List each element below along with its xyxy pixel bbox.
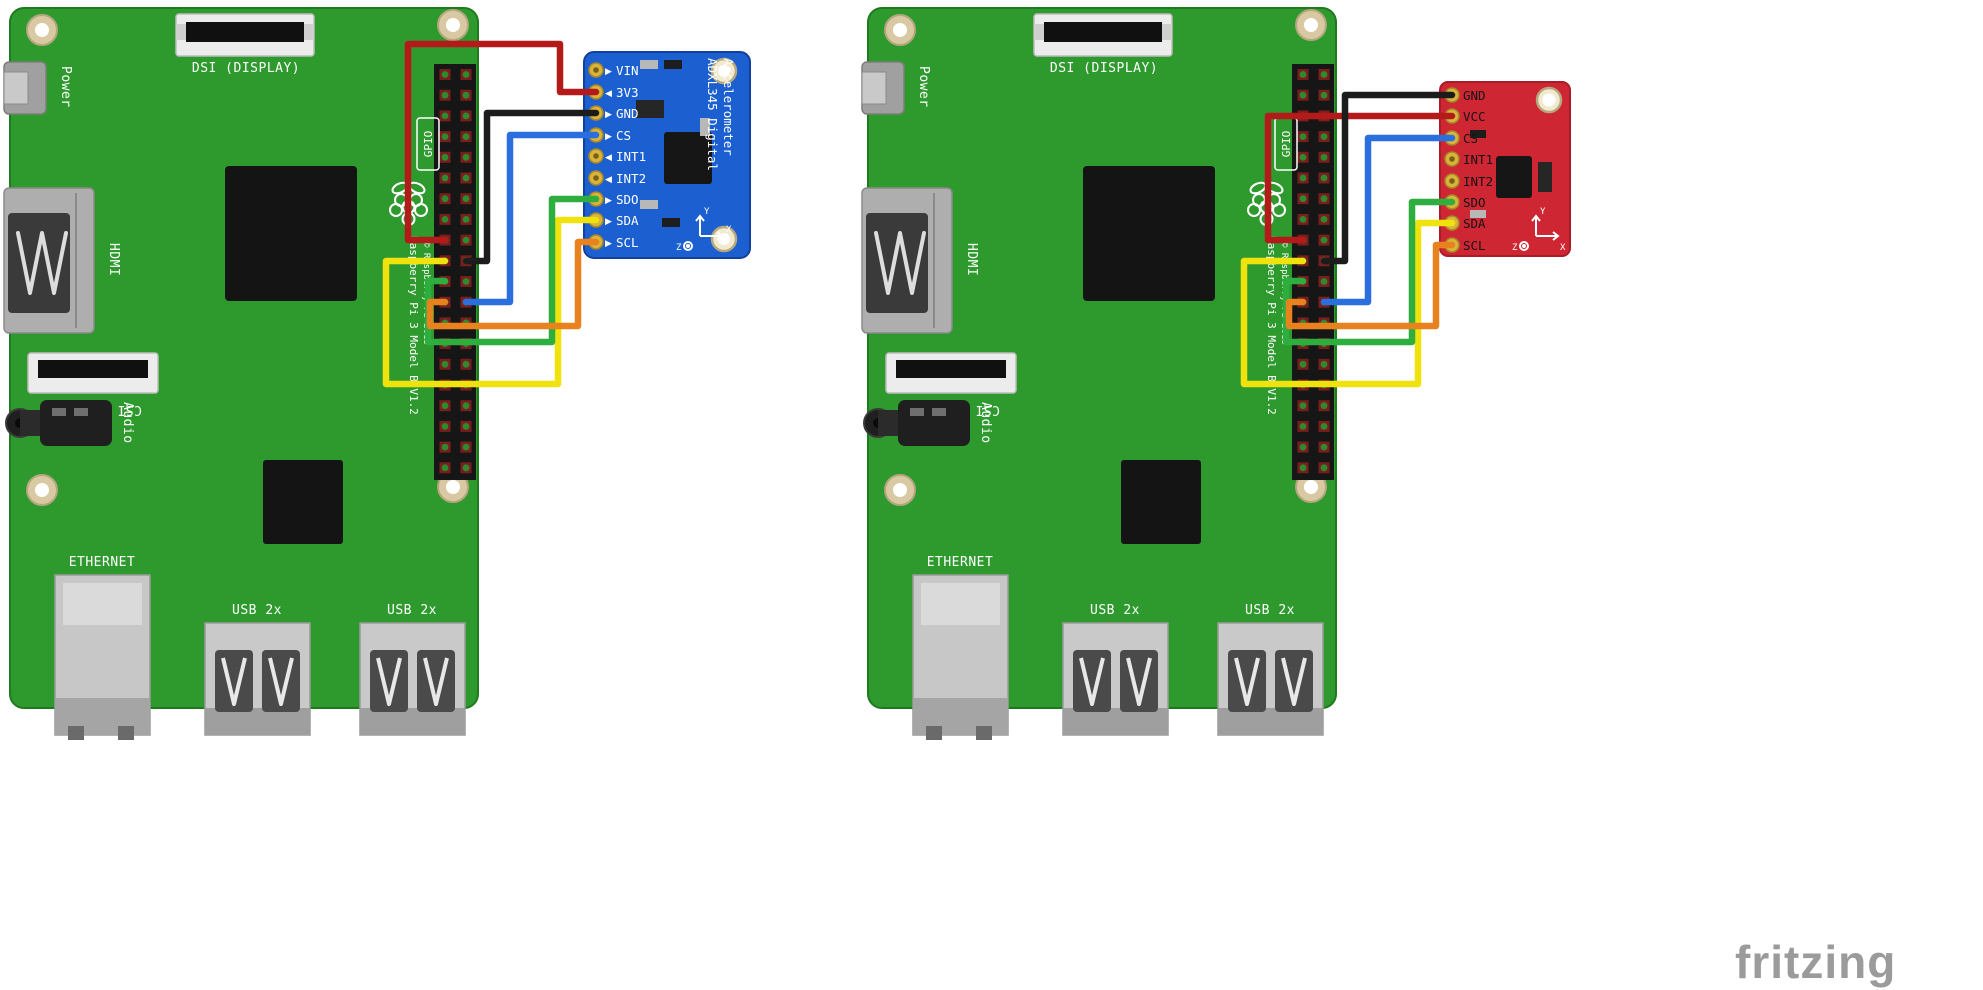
axis-z-label: Z: [1512, 243, 1518, 253]
wire-green-left: [424, 195, 600, 346]
pin-label: GND: [616, 106, 639, 121]
axis-x-label: X: [726, 225, 732, 235]
pin-marker: ▶: [605, 132, 612, 142]
axis-z-label: Z: [676, 243, 682, 253]
pin-label: SCL: [616, 235, 639, 250]
pin-marker: ◀: [605, 153, 612, 163]
pin-label: SDA: [1463, 216, 1486, 231]
wire-blue-right: [1320, 134, 1456, 306]
adafruit-adxl345-breakout: ▶ VIN ◀ 3V3 ▶ GND ▶ CS ◀ INT1 ◀ INT2 ▶ S…: [583, 51, 751, 259]
mounting-hole-center: [718, 65, 730, 77]
pin-label: SDO: [1463, 195, 1486, 210]
pin-marker: ▶: [605, 110, 612, 120]
axis-indicator-icon: [683, 214, 724, 251]
pin-label: GND: [1463, 88, 1486, 103]
pin-marker: ◀: [605, 175, 612, 185]
axis-y-label: Y: [1540, 207, 1546, 217]
wire-blue-left: [462, 131, 600, 306]
pin-marker: ▶: [605, 196, 612, 206]
passive-component: [662, 218, 680, 227]
passive-component: [640, 200, 658, 209]
wire-black-left: [462, 109, 600, 265]
pin-label: VIN: [616, 63, 639, 78]
wiring-right: [1240, 91, 1456, 388]
sparkfun-adxl345-breakout: GND VCC CS INT1 INT2 SDO SDA SCL X Y Z: [1439, 81, 1571, 257]
axis-y-label: Y: [704, 207, 710, 217]
wire-green-right: [1282, 198, 1456, 346]
adafruit-title-line2: Accelerometer: [721, 58, 736, 156]
pin-label: CS: [616, 128, 631, 143]
pin-label: SCL: [1463, 238, 1486, 253]
wire-yellow-left: [382, 216, 600, 388]
passive-component: [664, 60, 682, 69]
wire-black-right: [1320, 91, 1456, 265]
wire-red-right: [1264, 112, 1456, 244]
pin-marker: ▶: [605, 67, 612, 77]
adxl345-chip: [664, 132, 712, 184]
fritzing-watermark: fritzing: [1735, 936, 1896, 988]
wire-red-left: [404, 40, 600, 244]
pin-label: INT2: [616, 171, 646, 186]
mounting-hole-center: [1542, 93, 1556, 107]
pin-label: INT1: [616, 149, 646, 164]
wire-orange-left: [426, 238, 600, 330]
axis-indicator-icon: [1519, 214, 1560, 251]
pin-label: SDA: [616, 213, 639, 228]
pin-marker: ▶: [605, 217, 612, 227]
pin-label: CS: [1463, 131, 1478, 146]
adafruit-title-line1: ADXL345 Digital: [705, 58, 720, 171]
pin-label: INT2: [1463, 174, 1493, 189]
axis-x-label: X: [1560, 243, 1566, 253]
ic-chip: [636, 100, 664, 118]
wiring-left: [382, 40, 600, 388]
wire-yellow-right: [1240, 219, 1456, 388]
wire-orange-right: [1285, 241, 1456, 330]
passive-component: [1470, 130, 1486, 138]
pin-label: 3V3: [616, 85, 639, 100]
adxl345-chip: [1496, 156, 1532, 198]
pin-label: INT1: [1463, 152, 1493, 167]
pin-label: VCC: [1463, 109, 1486, 124]
sparkfun-pin-labels: GND VCC CS INT1 INT2 SDO SDA SCL: [1463, 88, 1493, 253]
passive-component: [1470, 210, 1486, 218]
adafruit-pin-labels: ▶ VIN ◀ 3V3 ▶ GND ▶ CS ◀ INT1 ◀ INT2 ▶ S…: [605, 63, 646, 250]
pin-label: SDO: [616, 192, 639, 207]
pin-marker: ◀: [605, 89, 612, 99]
ic-chip: [1538, 162, 1552, 192]
pin-marker: ▶: [605, 239, 612, 249]
passive-component: [640, 60, 658, 69]
passive-component: [700, 118, 710, 136]
